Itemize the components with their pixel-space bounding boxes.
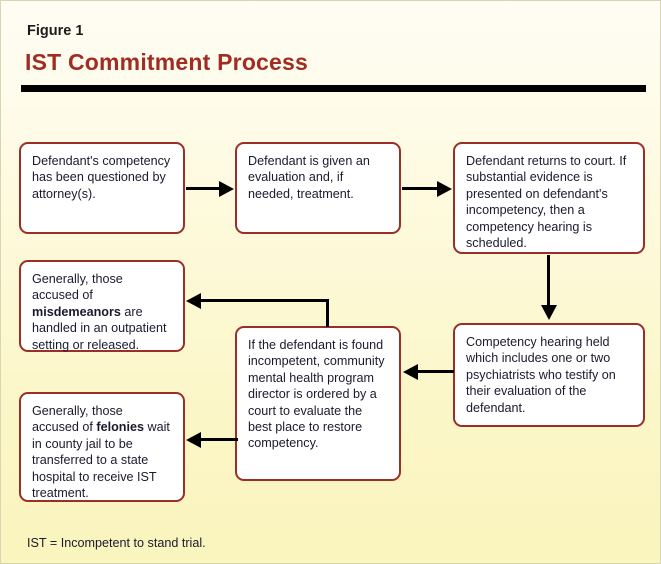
flow-node-questioned: Defendant's competency has been question… [19, 142, 185, 234]
flow-node-misdemeanors-bold-term: misdemeanors [32, 304, 121, 319]
flow-node-evaluation: Defendant is given an evaluation and, if… [235, 142, 401, 234]
flow-node-evaluation-text: Defendant is given an evaluation and, if… [248, 154, 370, 201]
arrow-right-icon [437, 180, 452, 197]
connector-director-to-felonies-line [201, 438, 238, 441]
connector-director-to-misdemeanors-horizontal [201, 299, 328, 302]
arrow-left-icon [186, 431, 201, 448]
arrow-left-icon [186, 292, 201, 309]
arrow-down-icon [540, 305, 557, 320]
flow-node-program-director: If the defendant is found incompetent, c… [235, 326, 401, 481]
connector-evaluation-to-returns-line [402, 187, 438, 190]
header-divider [21, 85, 646, 92]
connector-director-to-misdemeanors-vertical [326, 299, 329, 327]
flow-node-misdemeanors: Generally, those accused of misdemeanors… [19, 260, 185, 352]
connector-returns-to-hearing-line [547, 255, 550, 307]
connector-questioned-to-evaluation-line [186, 187, 220, 190]
connector-hearing-to-director-line [418, 370, 454, 373]
arrow-left-icon [403, 363, 418, 380]
flow-node-felonies-text-after: wait in county jail to be transferred to… [32, 420, 170, 501]
figure-footnote: IST = Incompetent to stand trial. [27, 536, 206, 550]
flow-node-misdemeanors-text-before: Generally, those accused of [32, 272, 123, 303]
flow-node-competency-hearing: Competency hearing held which includes o… [453, 323, 645, 427]
flow-node-felonies: Generally, those accused of felonies wai… [19, 392, 185, 502]
flow-node-competency-hearing-text: Competency hearing held which includes o… [466, 335, 616, 415]
flow-node-felonies-text-before: Generally, those accused of [32, 404, 123, 435]
flow-node-returns-to-court: Defendant returns to court. If substanti… [453, 142, 645, 254]
flow-node-misdemeanors-text-after: are handled in an outpatient setting or … [32, 304, 167, 352]
figure-label: Figure 1 [27, 23, 84, 39]
flow-node-returns-to-court-text: Defendant returns to court. If substanti… [466, 154, 627, 251]
figure-header: Figure 1 IST Commitment Process [1, 1, 660, 92]
flow-node-program-director-text: If the defendant is found incompetent, c… [248, 338, 385, 451]
flow-node-questioned-text: Defendant's competency has been question… [32, 154, 171, 201]
flow-node-felonies-bold-term: felonies [96, 420, 145, 435]
arrow-right-icon [219, 180, 234, 197]
figure-title: IST Commitment Process [25, 49, 309, 75]
